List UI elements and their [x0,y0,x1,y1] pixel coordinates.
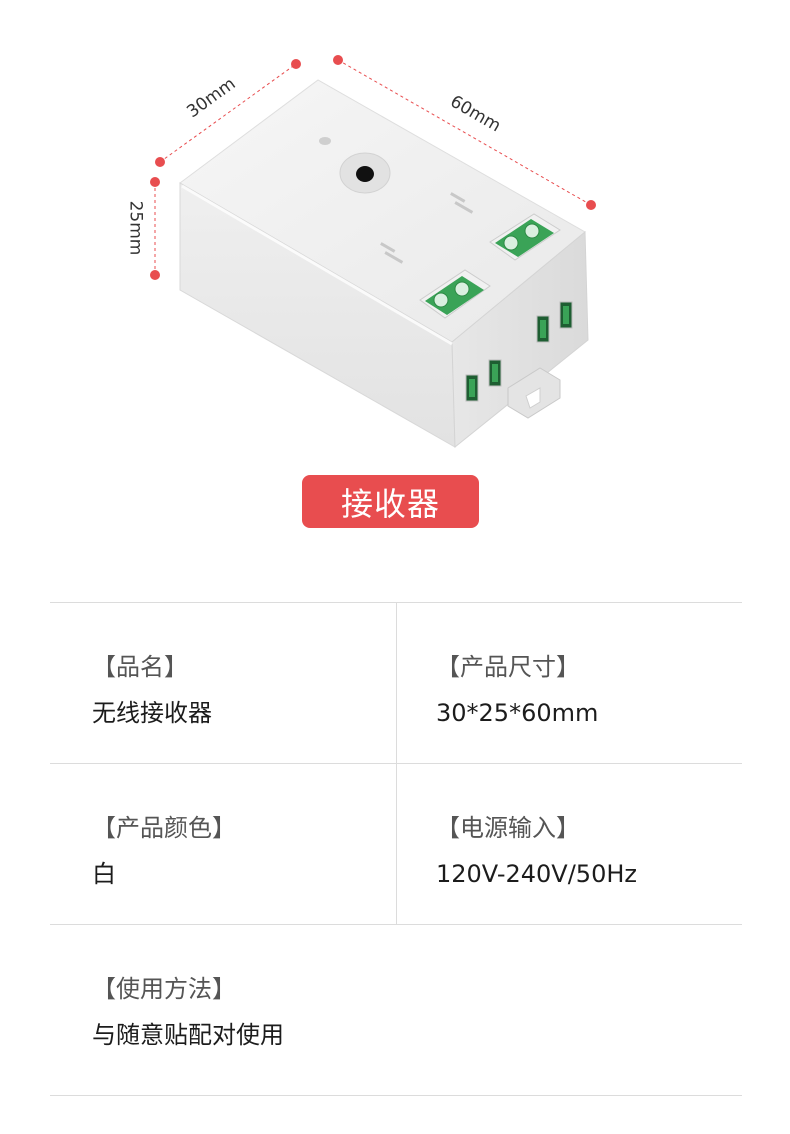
spec-value-power: 120V-240V/50Hz [436,860,637,888]
spec-divider-row2 [50,924,742,925]
spec-label-size: 【产品尺寸】 [436,653,580,681]
spec-divider-bottom [50,1095,742,1096]
product-hero: 30mm 60mm 25mm [0,0,790,470]
spec-value-color: 白 [92,860,116,888]
spec-cell-power: 【电源输入】 120V-240V/50Hz [436,813,637,889]
spec-label-color: 【产品颜色】 [92,814,236,842]
spec-label-power: 【电源输入】 [436,814,580,842]
spec-cell-size: 【产品尺寸】 30*25*60mm [436,652,598,728]
spec-label-name: 【品名】 [92,653,188,681]
spec-cell-color: 【产品颜色】 白 [92,813,236,889]
spec-cell-name: 【品名】 无线接收器 [92,652,212,728]
product-illustration [150,55,596,449]
spec-divider-vertical [396,602,397,924]
spec-value-size: 30*25*60mm [436,699,599,727]
height-dimension-label: 25mm [125,200,146,256]
receiver-device [179,79,589,449]
spec-value-usage: 与随意贴配对使用 [92,1021,284,1049]
dimension-lines [150,55,596,280]
spec-label-usage: 【使用方法】 [92,975,236,1003]
spec-value-name: 无线接收器 [92,699,212,727]
product-type-badge: 接收器 [302,475,479,528]
spec-cell-usage: 【使用方法】 与随意贴配对使用 [92,974,284,1050]
